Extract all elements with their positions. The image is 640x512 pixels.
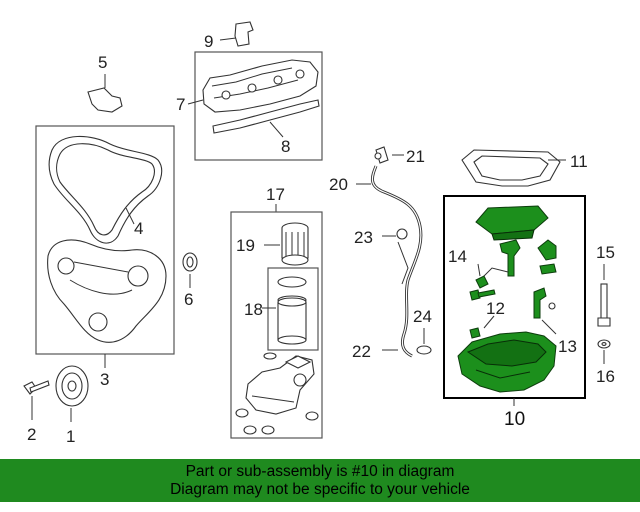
callout-13: 13 xyxy=(558,337,577,356)
part-16-washer[interactable] xyxy=(597,339,611,349)
part-23-grommet[interactable] xyxy=(396,228,408,240)
callout-7: 7 xyxy=(176,95,185,114)
banner-line-part: Part or sub-assembly is #10 in diagram xyxy=(185,462,455,480)
callout-4: 4 xyxy=(134,219,143,238)
part-2-bolt[interactable] xyxy=(23,380,50,395)
callout-11: 11 xyxy=(570,152,588,171)
part-11-oil-pan-gasket[interactable] xyxy=(461,149,561,187)
part-3-timing-cover[interactable] xyxy=(47,239,167,343)
part-9-oil-filler-cap[interactable] xyxy=(219,21,254,47)
callout-16: 16 xyxy=(596,367,615,386)
part-6-seal[interactable] xyxy=(182,252,198,272)
part-5-bracket[interactable] xyxy=(87,87,123,113)
part-20-dipstick-tube[interactable] xyxy=(371,165,423,358)
callout-15: 15 xyxy=(596,243,615,262)
callout-22: 22 xyxy=(352,342,371,361)
callout-19: 19 xyxy=(236,236,255,255)
part-19-filter-cap[interactable] xyxy=(281,222,309,266)
part-17-filter-housing[interactable] xyxy=(235,352,319,435)
part-15-stud[interactable] xyxy=(597,283,611,327)
part-4-timing-cover-gasket[interactable] xyxy=(48,135,163,244)
part-10-oil-pan-assembly[interactable] xyxy=(457,205,557,393)
part-18-oil-filter[interactable] xyxy=(277,276,307,345)
callout-14: 14 xyxy=(448,247,467,266)
callout-3: 3 xyxy=(100,370,109,389)
part-21-sensor[interactable] xyxy=(374,146,389,164)
callout-6: 6 xyxy=(184,290,193,309)
callout-20: 20 xyxy=(329,175,348,194)
part-1-crankshaft-pulley[interactable] xyxy=(55,365,89,407)
callout-1: 1 xyxy=(66,427,75,446)
callout-9: 9 xyxy=(204,32,213,51)
group-box-17 xyxy=(230,211,323,439)
callout-18: 18 xyxy=(244,300,263,319)
callout-17: 17 xyxy=(266,185,285,204)
callout-8: 8 xyxy=(281,137,290,156)
banner-line-disclaimer: Diagram may not be specific to your vehi… xyxy=(170,480,470,498)
group-box-18 xyxy=(267,267,319,351)
callout-24: 24 xyxy=(413,307,432,326)
part-info-banner: Part or sub-assembly is #10 in diagram D… xyxy=(0,459,640,502)
callout-23: 23 xyxy=(354,228,373,247)
part-24-gasket[interactable] xyxy=(416,345,432,355)
part-7-valve-cover[interactable] xyxy=(202,59,319,113)
group-box-7 xyxy=(194,51,323,161)
callout-10: 10 xyxy=(504,409,525,430)
callout-21: 21 xyxy=(406,147,425,166)
part-8-valve-cover-gasket[interactable] xyxy=(212,99,320,134)
callout-12: 12 xyxy=(486,299,505,318)
callout-5: 5 xyxy=(98,53,107,72)
callout-2: 2 xyxy=(27,425,36,444)
